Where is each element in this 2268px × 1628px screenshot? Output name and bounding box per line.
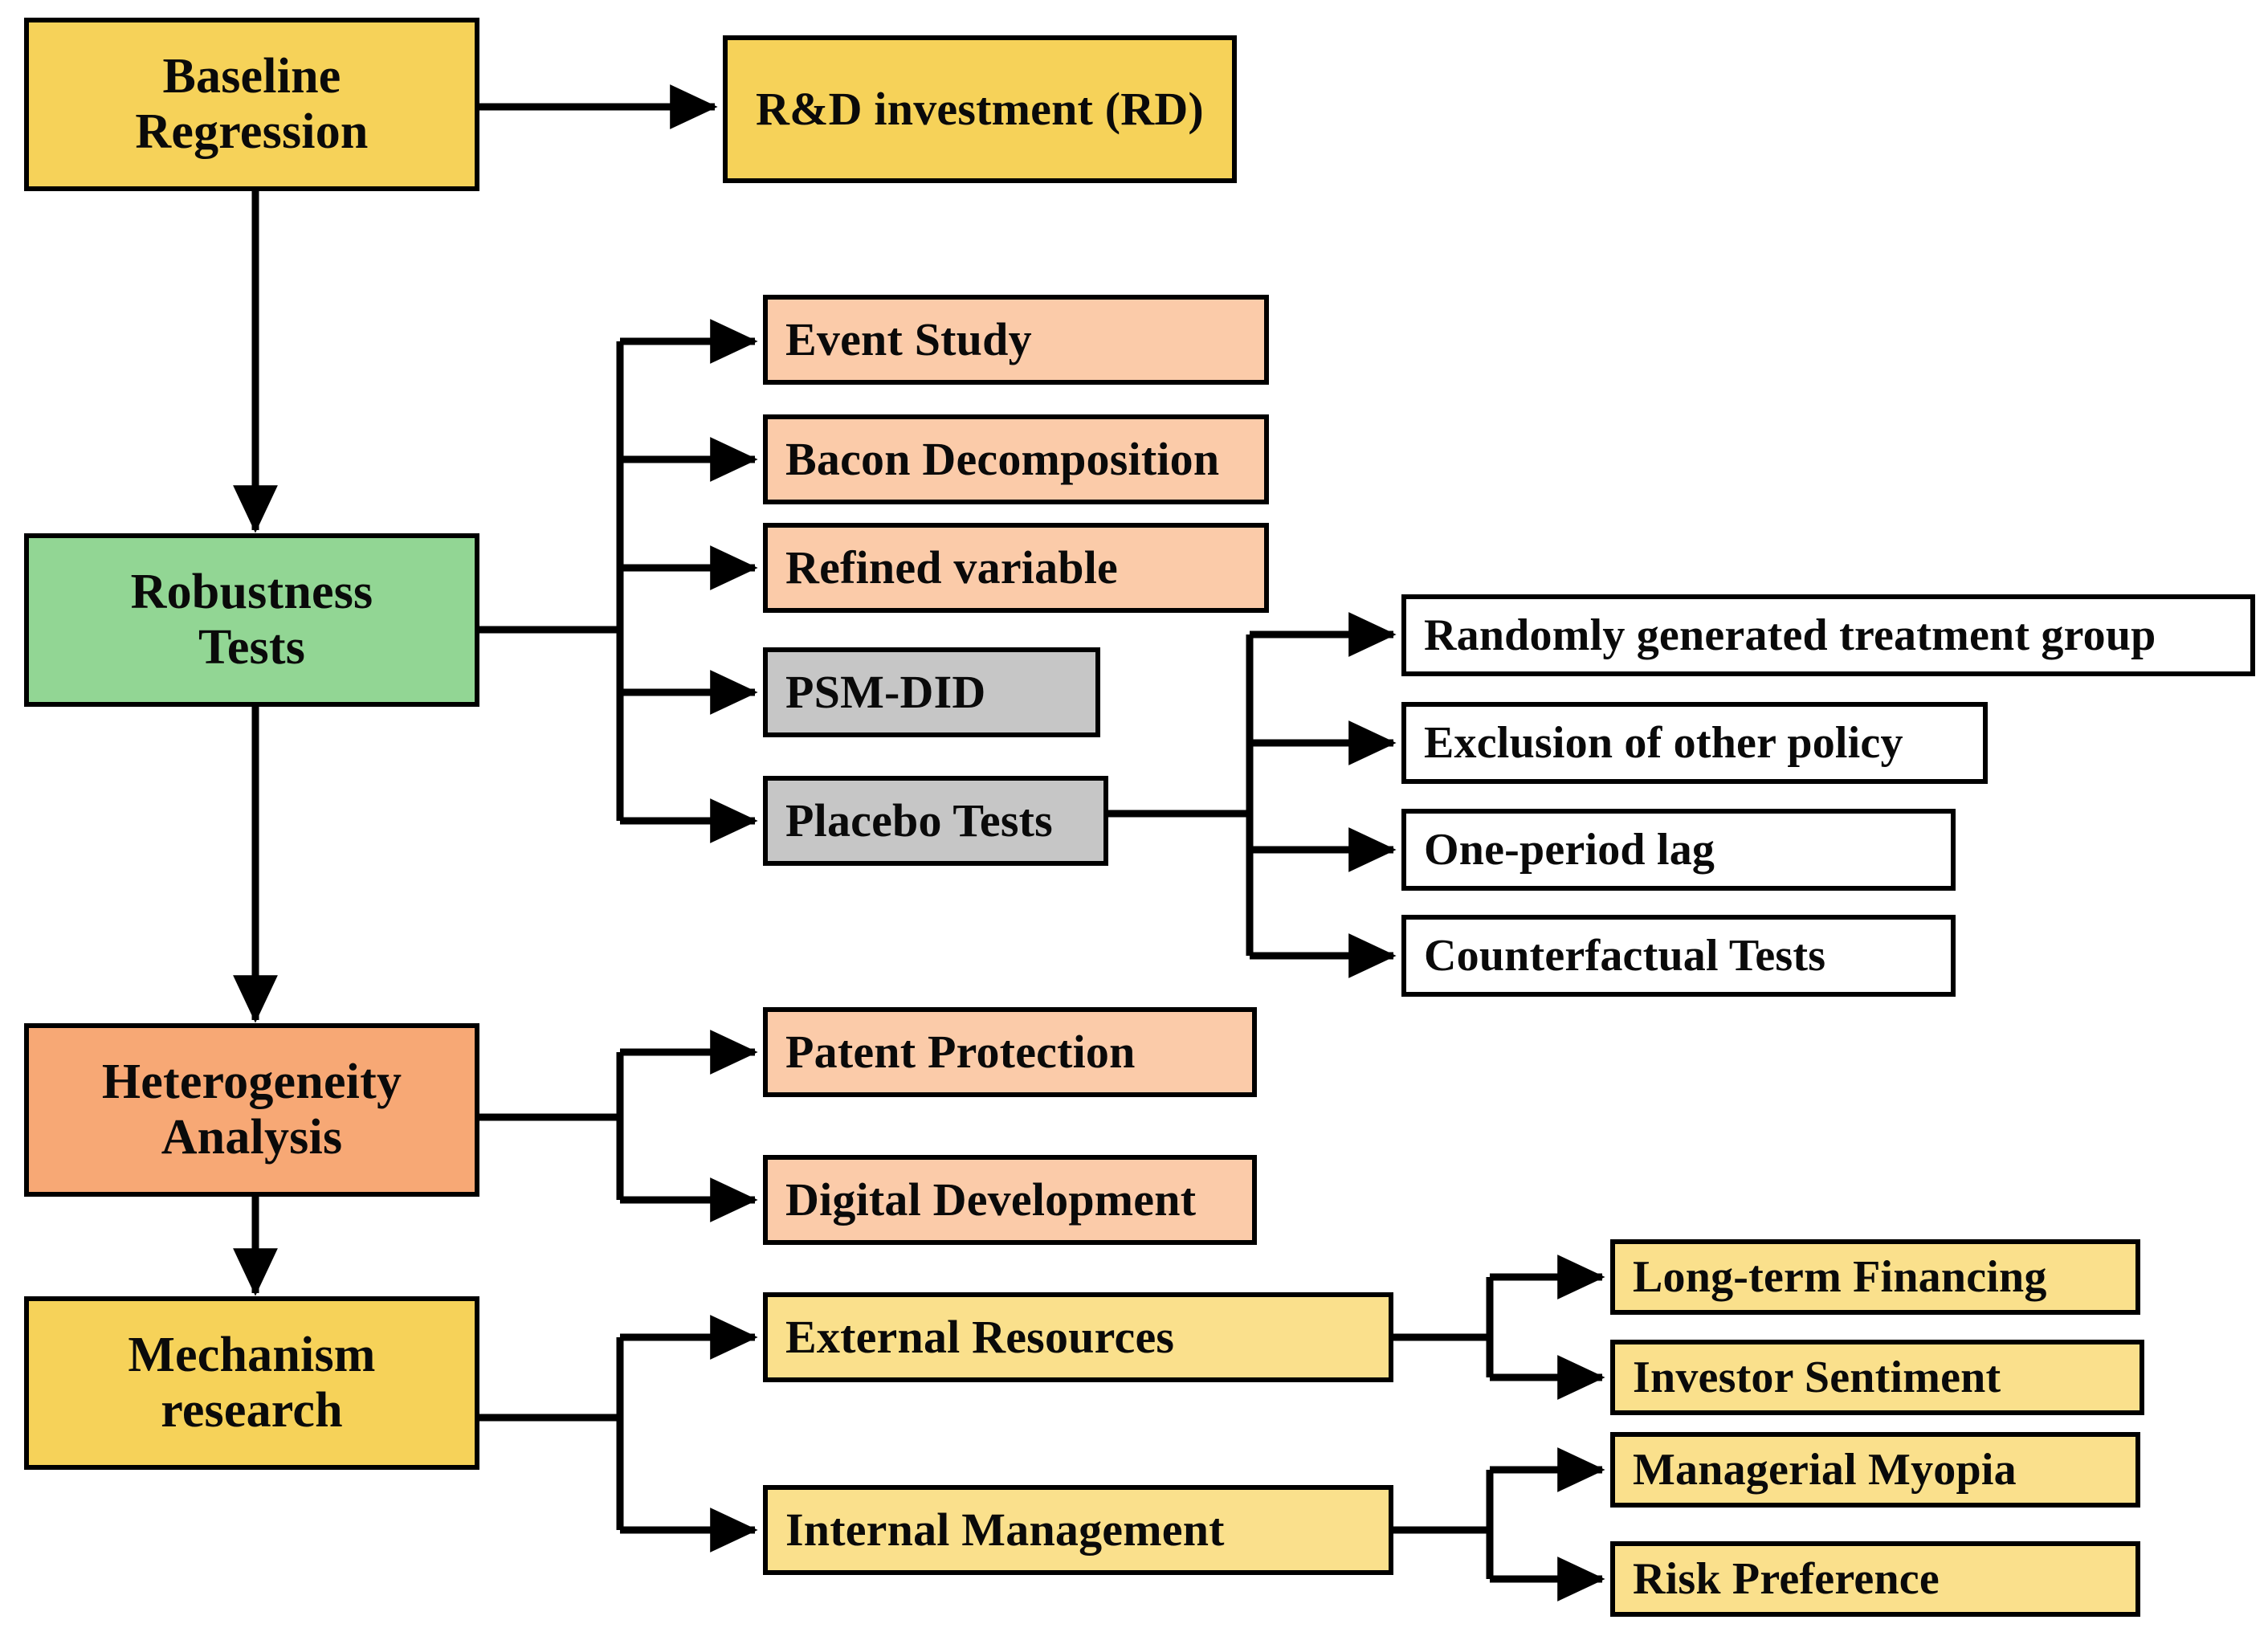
node-risk-preference-label: Risk Preference [1633,1553,1940,1604]
node-digital-development[interactable]: Digital Development [763,1155,1257,1245]
node-managerial-myopia[interactable]: Managerial Myopia [1610,1432,2140,1508]
node-psm-did[interactable]: PSM-DID [763,647,1100,737]
node-counterfactual-tests-label: Counterfactual Tests [1424,930,1826,981]
node-external-resources-label: External Resources [785,1310,1175,1363]
node-exclusion-of-other-policy-label: Exclusion of other policy [1424,717,1903,768]
node-randomly-generated-treatment-group-label: Randomly generated treatment group [1424,610,2156,660]
node-managerial-myopia-label: Managerial Myopia [1633,1444,2017,1495]
node-counterfactual-tests[interactable]: Counterfactual Tests [1401,915,1956,997]
node-bacon-decomposition[interactable]: Bacon Decomposition [763,414,1269,504]
node-internal-management[interactable]: Internal Management [763,1485,1393,1575]
node-external-resources[interactable]: External Resources [763,1292,1393,1382]
node-event-study-label: Event Study [785,312,1032,365]
node-one-period-lag-label: One-period lag [1424,824,1715,875]
node-digital-development-label: Digital Development [785,1173,1197,1226]
node-exclusion-of-other-policy[interactable]: Exclusion of other policy [1401,702,1988,784]
node-randomly-generated-treatment-group[interactable]: Randomly generated treatment group [1401,594,2255,676]
node-rd-investment-label: R&D investment (RD) [756,82,1204,135]
node-one-period-lag[interactable]: One-period lag [1401,809,1956,891]
node-internal-management-label: Internal Management [785,1503,1225,1556]
node-rd-investment[interactable]: R&D investment (RD) [723,35,1237,183]
node-patent-protection[interactable]: Patent Protection [763,1007,1257,1097]
node-bacon-decomposition-label: Bacon Decomposition [785,432,1220,485]
node-investor-sentiment[interactable]: Investor Sentiment [1610,1340,2144,1415]
node-placebo-tests[interactable]: Placebo Tests [763,776,1108,866]
node-risk-preference[interactable]: Risk Preference [1610,1541,2140,1617]
node-placebo-tests-label: Placebo Tests [785,794,1053,847]
node-patent-protection-label: Patent Protection [785,1025,1136,1078]
node-investor-sentiment-label: Investor Sentiment [1633,1352,2001,1402]
node-event-study[interactable]: Event Study [763,295,1269,385]
node-psm-did-label: PSM-DID [785,665,986,718]
node-refined-variable[interactable]: Refined variable [763,523,1269,613]
node-refined-variable-label: Refined variable [785,541,1118,594]
node-long-term-financing[interactable]: Long-term Financing [1610,1239,2140,1315]
node-long-term-financing-label: Long-term Financing [1633,1251,2047,1302]
